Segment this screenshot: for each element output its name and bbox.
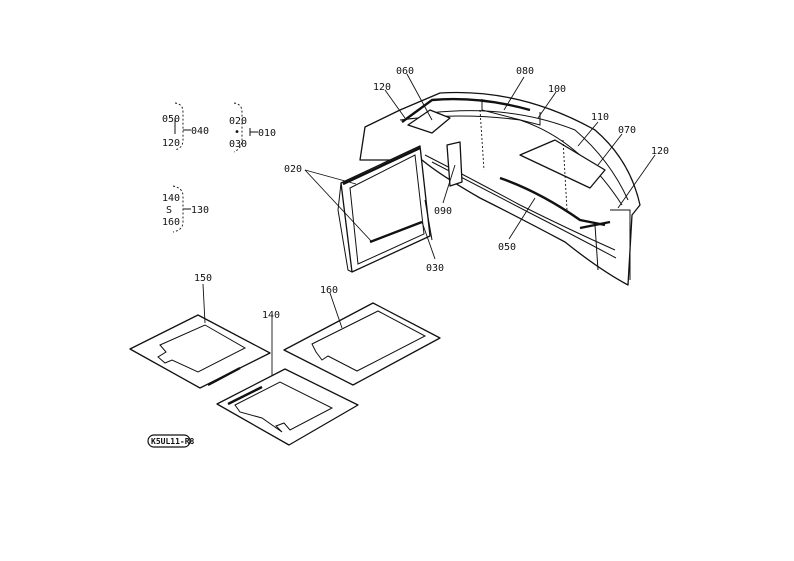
callout-140-legend: 140 xyxy=(162,193,180,204)
callout-140: 140 xyxy=(262,310,280,321)
callout-130: 130 xyxy=(191,205,209,216)
side-window xyxy=(337,145,433,273)
callout-020-legend: 020 xyxy=(229,116,247,127)
mat-160 xyxy=(283,302,441,386)
callout-160-legend: 160 xyxy=(162,217,180,228)
callout-080: 080 xyxy=(516,66,534,77)
legend-020-010-030: 020 • 010 030 xyxy=(229,102,276,153)
callout-100: 100 xyxy=(548,84,566,95)
callout-150: 150 xyxy=(194,273,212,284)
callout-160: 160 xyxy=(320,285,338,296)
callout-120-legend: 120 xyxy=(162,138,180,149)
callout-040: 040 xyxy=(191,126,209,137)
callout-030: 030 xyxy=(426,263,444,274)
panel-070 xyxy=(519,139,606,189)
panel-060 xyxy=(407,109,451,134)
legend-140-130-160: 140 S 130 160 xyxy=(162,185,209,233)
callout-070: 070 xyxy=(618,125,636,136)
drawing-code-badge: K5UL11-R8 xyxy=(147,434,195,448)
range-dot: • xyxy=(234,127,240,138)
range-s: S xyxy=(166,205,172,216)
drawing-code-text: K5UL11-R8 xyxy=(151,437,195,446)
callout-090: 090 xyxy=(434,206,452,217)
callout-050-legend: 050 xyxy=(162,114,180,125)
mat-140 xyxy=(216,368,359,446)
callout-labels: 060 080 120 100 110 070 120 020 090 030 … xyxy=(194,66,669,321)
callout-120-right: 120 xyxy=(651,146,669,157)
callout-110: 110 xyxy=(591,112,609,123)
mat-150 xyxy=(129,314,271,389)
callout-060: 060 xyxy=(396,66,414,77)
bracket-090 xyxy=(446,141,463,187)
callout-010: 010 xyxy=(258,128,276,139)
roof-shell xyxy=(359,91,641,286)
callout-020: 020 xyxy=(284,164,302,175)
leader-lines xyxy=(202,73,656,376)
callout-120-top: 120 xyxy=(373,82,391,93)
window-frame xyxy=(340,145,431,273)
roof-panel-assembly xyxy=(359,91,641,286)
callout-030-legend: 030 xyxy=(229,139,247,150)
callout-050: 050 xyxy=(498,242,516,253)
legend-050-040-120: 050 040 120 xyxy=(162,102,209,151)
